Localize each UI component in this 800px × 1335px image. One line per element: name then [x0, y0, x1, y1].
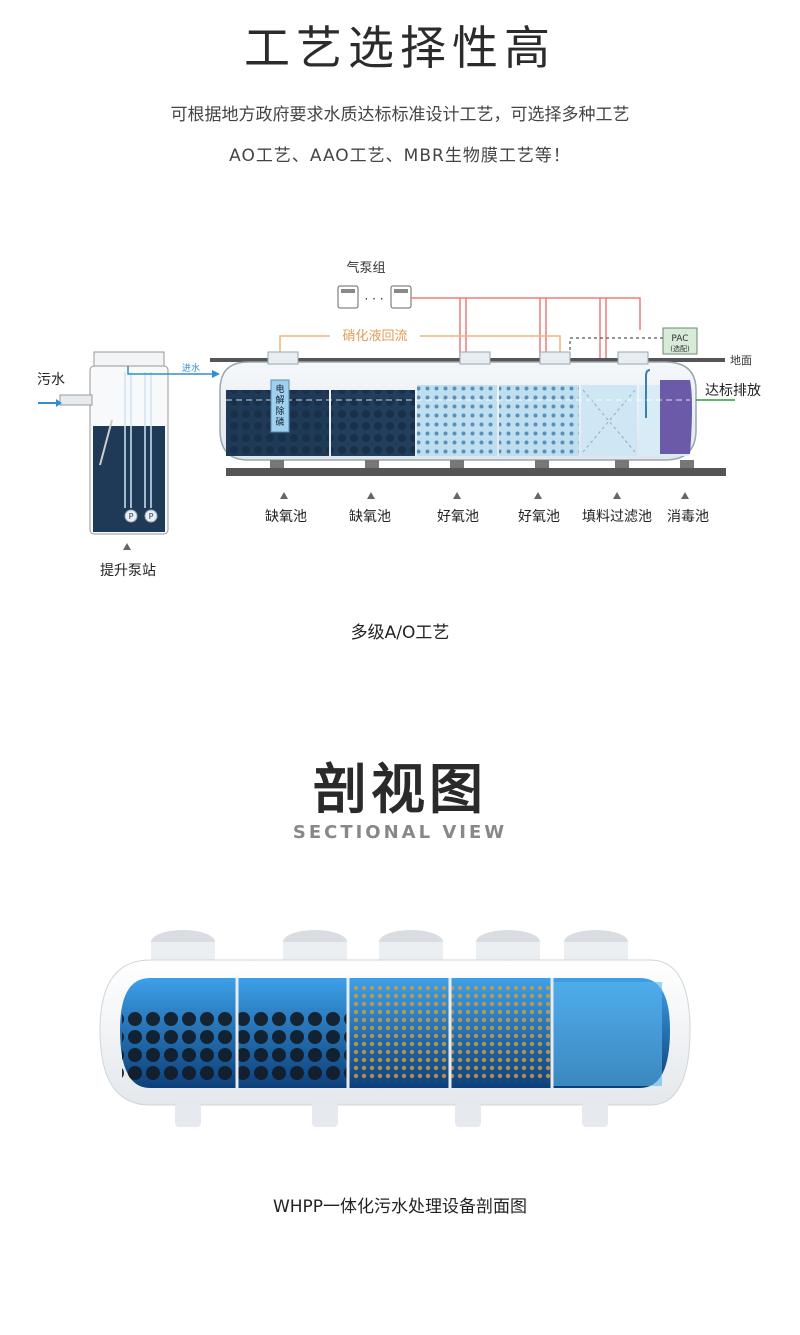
tank-label: 填料过滤池 [582, 509, 652, 525]
inlet-pipe [59, 394, 93, 406]
section-title-sectional: 剖视图 [313, 758, 487, 821]
tank-label: 好氧池 [437, 509, 479, 525]
air-pump-icon [337, 285, 412, 309]
label-discharge: 达标排放 [705, 383, 761, 399]
lift-pump-station [89, 351, 169, 535]
pump-icon: P [144, 509, 158, 523]
pac-box [662, 327, 698, 355]
label-air-pump-group: 气泵组 [346, 260, 385, 276]
label-sewage: 污水 [37, 372, 65, 388]
process-diagram: 气泵组 · · · 硝化液回流 地面 PAC (选配) [37, 260, 761, 579]
electrolytic-phosphorus-box [270, 379, 290, 433]
disinfection-tank-fill [660, 380, 692, 454]
tank-label: 好氧池 [518, 509, 560, 525]
section-title-process: 工艺选择性高 [244, 21, 556, 75]
label-pac-optional: (选配) [670, 344, 690, 353]
water-in-arrow-icon [212, 370, 220, 378]
tank-label-markers [123, 492, 689, 550]
label-pac: PAC [671, 334, 688, 344]
svg-text:P: P [149, 512, 154, 521]
label-nitrified-reflux: 硝化液回流 [342, 329, 407, 344]
diagram-caption: 多级A/O工艺 [350, 623, 450, 643]
label-electro-3: 除 [275, 405, 284, 417]
compartment-filter [581, 385, 637, 456]
base-platform [226, 468, 726, 476]
filter-disinfect-chamber [552, 982, 662, 1086]
anoxic-media-balls [122, 1010, 347, 1082]
tank-label: 缺氧池 [265, 509, 307, 525]
inflow-arrow-icon [56, 399, 62, 407]
sectional-caption: WHPP一体化污水处理设备剖面图 [272, 1197, 528, 1217]
process-description-line2: AO工艺、AAO工艺、MBR生物膜工艺等！ [229, 146, 571, 166]
section-subtitle-sectional: SECTIONAL VIEW [292, 822, 508, 843]
process-description-line1: 可根据地方政府要求水质达标标准设计工艺，可选择多种工艺 [170, 105, 630, 125]
tank-supports [175, 1103, 608, 1127]
tank-label: 消毒池 [667, 509, 709, 525]
label-electro-2: 解 [275, 394, 284, 406]
label-electro-4: 磷 [275, 416, 284, 428]
label-ground: 地面 [730, 354, 752, 367]
water-in-line [127, 366, 218, 375]
svg-text:P: P [129, 512, 134, 521]
sectional-view-illustration [99, 930, 691, 1127]
label-electro-1: 电 [275, 383, 284, 395]
label-lift-station: 提升泵站 [100, 563, 156, 579]
pump-icon: P [124, 509, 138, 523]
label-water-in: 进水 [182, 362, 200, 374]
pump-ellipsis: · · · [364, 292, 383, 306]
manholes [267, 351, 649, 365]
tank-label: 缺氧池 [349, 509, 391, 525]
partition-walls [235, 978, 554, 1088]
